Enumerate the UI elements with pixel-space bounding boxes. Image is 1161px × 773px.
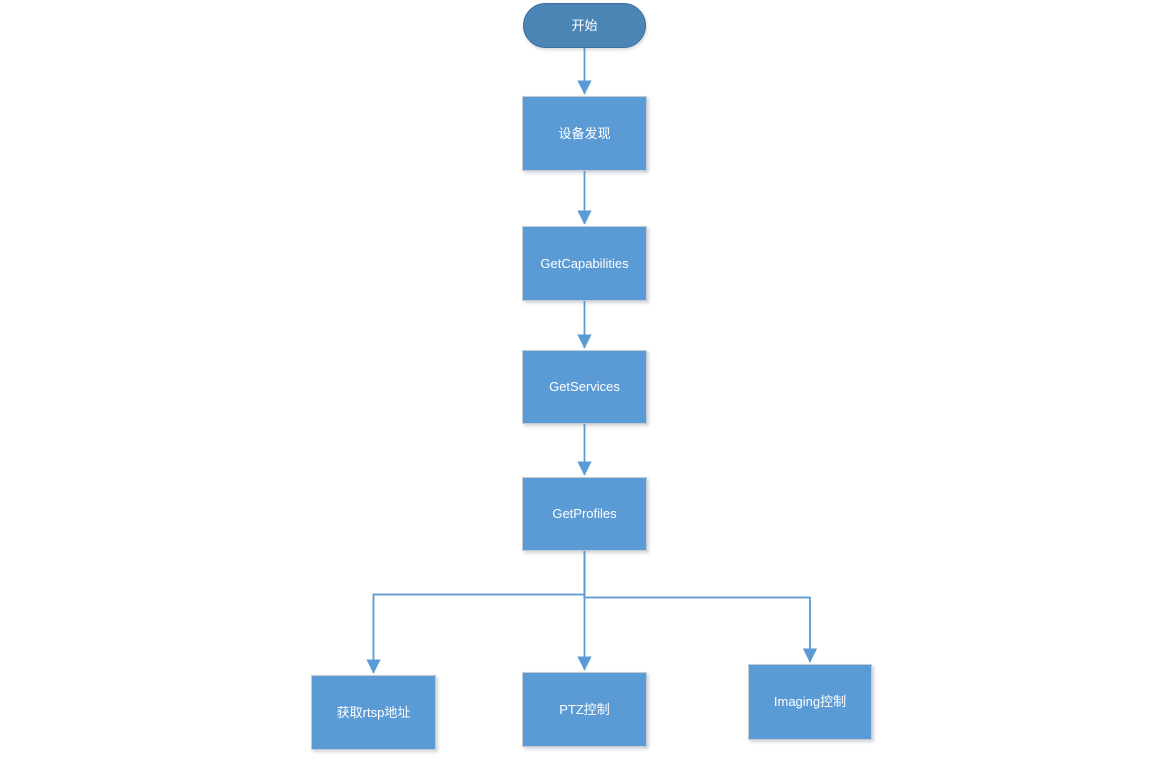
node-get-capabilities: GetCapabilities [522, 226, 647, 301]
node-get-services: GetServices [522, 350, 647, 424]
node-device-discovery: 设备发现 [522, 96, 647, 171]
node-get-services-label: GetServices [549, 379, 620, 395]
node-ptz-control-label: PTZ控制 [559, 701, 610, 717]
node-get-rtsp-address: 获取rtsp地址 [311, 675, 436, 750]
node-get-rtsp-address-label: 获取rtsp地址 [336, 704, 411, 720]
connector-get-profiles-to-imaging-control [583, 551, 818, 663]
node-start: 开始 [523, 3, 646, 48]
node-start-label: 开始 [571, 17, 598, 33]
node-get-capabilities-label: GetCapabilities [540, 255, 629, 271]
connector-get-profiles-to-get-rtsp-address [366, 551, 586, 674]
node-imaging-control-label: Imaging控制 [773, 694, 847, 710]
node-device-discovery-label: 设备发现 [558, 125, 611, 141]
node-imaging-control: Imaging控制 [748, 664, 872, 740]
node-get-profiles-label: GetProfiles [552, 506, 617, 522]
node-get-profiles: GetProfiles [522, 477, 647, 551]
node-ptz-control: PTZ控制 [522, 672, 647, 747]
